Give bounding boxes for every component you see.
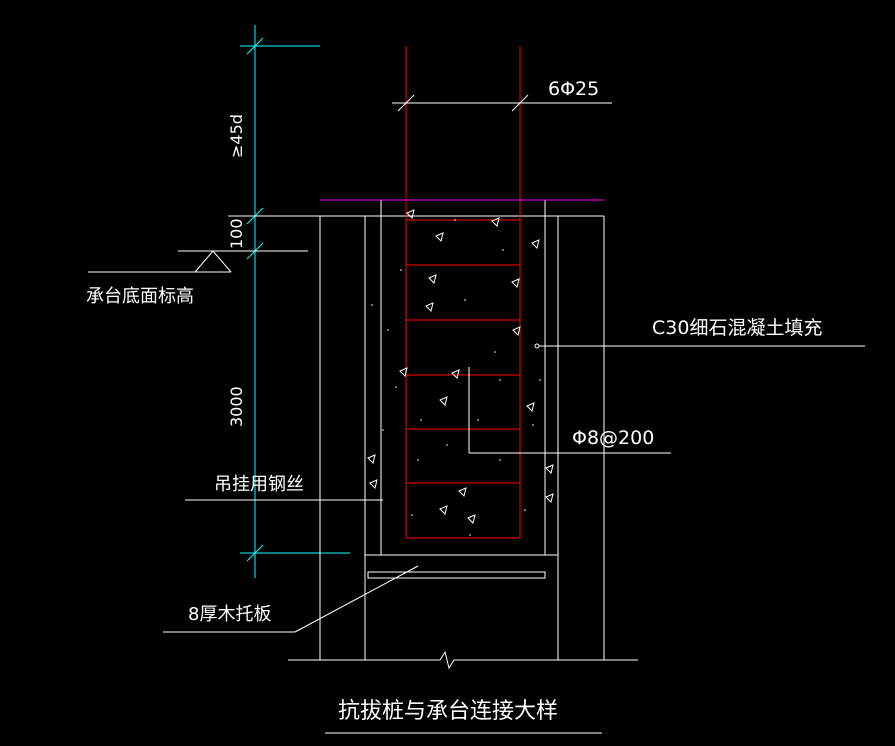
concrete-aggregate-mark — [399, 367, 408, 377]
elevation-marker — [88, 250, 308, 273]
concrete-dot — [532, 424, 534, 426]
dimension-tick-bottom — [246, 544, 264, 562]
concrete-dot — [411, 514, 413, 516]
concrete-aggregate-mark — [458, 487, 467, 497]
concrete-aggregate-mark — [425, 302, 434, 312]
board-label: 8厚木托板 — [188, 604, 271, 625]
concrete-aggregate-mark — [428, 274, 437, 284]
concrete-aggregate-mark — [511, 278, 520, 288]
concrete-aggregate-mark — [439, 505, 448, 515]
rebar-leader — [392, 94, 612, 112]
concrete-dot — [499, 459, 501, 461]
elevation-triangle — [194, 250, 232, 273]
dimension-offset: 100 — [227, 218, 246, 249]
rebar-cage — [405, 46, 521, 539]
concrete-aggregate-mark — [545, 464, 554, 474]
dimension-anchor-length: ≥45d — [227, 114, 246, 158]
concrete-aggregate-mark — [491, 217, 500, 227]
fill-label: C30细石混凝土填充 — [652, 317, 822, 339]
dimension-chain — [228, 25, 350, 578]
dimension-tick-top — [246, 37, 264, 55]
concrete-dot — [494, 351, 496, 353]
stirrup-leader — [468, 367, 671, 454]
concrete-dot — [464, 299, 466, 301]
concrete-dot — [387, 329, 389, 331]
concrete-aggregate-mark — [451, 369, 460, 379]
dimension-depth: 3000 — [227, 386, 246, 427]
concrete-aggregate-mark — [531, 239, 540, 249]
concrete-aggregate-mark — [526, 402, 535, 412]
break-symbol — [439, 650, 455, 670]
concrete-dot — [502, 249, 504, 251]
concrete-aggregate-mark — [545, 493, 554, 503]
concrete-dot — [420, 419, 422, 421]
concrete-aggregate-mark — [512, 326, 521, 336]
concrete-aggregate-mark — [369, 479, 378, 489]
board-leader-diagonal — [294, 565, 419, 633]
concrete-dot — [382, 429, 384, 431]
concrete-aggregate-mark — [367, 454, 376, 464]
concrete-dot — [477, 419, 479, 421]
concrete-dot — [469, 534, 471, 536]
rebar-tick-left — [397, 94, 415, 112]
concrete-dot — [454, 219, 456, 221]
fill-leader — [534, 343, 865, 349]
wood-board — [367, 571, 546, 579]
elevation-label: 承台底面标高 — [86, 286, 194, 307]
wire-label: 吊挂用钢丝 — [214, 474, 304, 495]
fill-leader-dot — [534, 343, 540, 349]
rebar-tick-right — [511, 94, 529, 112]
board-leader — [163, 565, 419, 633]
concrete-dot — [371, 304, 373, 306]
concrete-aggregate-mark — [406, 209, 415, 219]
stirrup-label: Φ8@200 — [572, 427, 654, 449]
concrete-dot — [446, 444, 448, 446]
concrete-aggregate-mark — [439, 396, 448, 406]
concrete-aggregate-mark — [435, 232, 444, 242]
concrete-dot — [417, 459, 419, 461]
concrete-dot — [400, 269, 402, 271]
concrete-dot — [524, 509, 526, 511]
rebar-label: 6Φ25 — [548, 78, 599, 100]
concrete-dot — [539, 379, 541, 381]
concrete-dot — [499, 379, 501, 381]
concrete-hatch — [367, 209, 554, 536]
concrete-aggregate-mark — [467, 514, 476, 524]
pile-outline — [228, 200, 638, 670]
concrete-dot — [395, 386, 397, 388]
drawing-title: 抗拔桩与承台连接大样 — [338, 699, 558, 724]
